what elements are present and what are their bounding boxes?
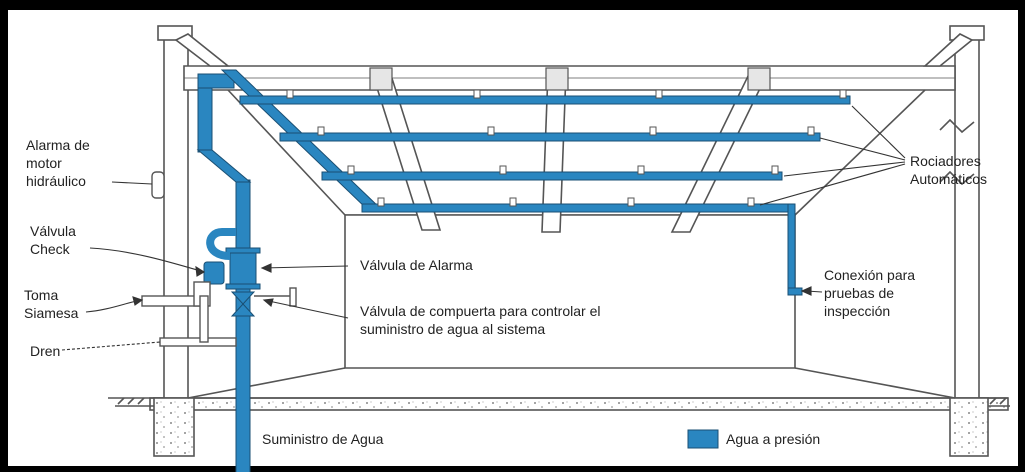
alarm-trim-loop xyxy=(206,228,236,260)
vertical-feed-pipe xyxy=(197,79,213,153)
ground-left xyxy=(115,397,160,407)
inspector-test-pipe xyxy=(787,203,796,295)
label-suministro-agua: Suministro de Agua xyxy=(262,431,384,447)
label-valvula-alarma: Válvula de Alarma xyxy=(360,257,473,273)
labels: Alarma de motor hidráulico Válvula Check… xyxy=(24,137,987,447)
sprinkler-heads xyxy=(286,89,847,207)
branch-line-4 xyxy=(361,203,795,213)
siamese-connection-pipe xyxy=(141,295,201,307)
right-footing xyxy=(949,397,989,457)
label-valvula-compuerta: Válvula de compuerta para controlar el s… xyxy=(360,303,604,337)
floor-left-edge xyxy=(187,367,346,399)
gate-valve-upper xyxy=(230,291,256,305)
ground-right xyxy=(985,397,1010,407)
floor-right-edge xyxy=(794,367,956,399)
branch-line-2 xyxy=(279,132,821,142)
leader-lines xyxy=(61,105,906,351)
gate-valve-lower xyxy=(230,303,256,317)
alarm-valve-flange-top xyxy=(225,247,261,254)
floor-slab xyxy=(149,397,1009,411)
label-rociadores: Rociadores Automáticos xyxy=(910,153,987,187)
roof-slope-left xyxy=(174,33,231,67)
ceiling-left-edge xyxy=(227,89,346,216)
label-valvula-check: Válvula Check xyxy=(30,223,80,257)
main-riser-pipe xyxy=(235,179,251,472)
building-structure xyxy=(108,25,1010,457)
legend-label: Agua a presión xyxy=(726,431,820,447)
label-dren: Dren xyxy=(30,343,60,359)
right-column xyxy=(954,33,980,399)
alarm-valve-body xyxy=(229,247,257,289)
feed-elbow xyxy=(196,149,252,183)
legend: Agua a presión xyxy=(687,429,820,449)
label-conexion-pruebas: Conexión para pruebas de inspección xyxy=(824,267,919,319)
ceiling-right-edge xyxy=(794,89,926,216)
roof-slope-right xyxy=(922,33,974,67)
break-mark-bottom xyxy=(939,170,975,186)
hydraulic-alarm-box xyxy=(151,171,165,199)
auxiliary-piping xyxy=(141,281,297,347)
check-valve xyxy=(203,261,225,285)
drain-pipe xyxy=(159,337,237,347)
break-mark-top xyxy=(939,118,975,134)
back-wall xyxy=(344,214,796,369)
sprinkler-piping xyxy=(196,69,851,472)
drain-riser xyxy=(199,295,209,343)
left-footing xyxy=(153,397,195,457)
legend-swatch xyxy=(687,429,719,449)
inspector-test-outlet xyxy=(787,287,803,296)
label-alarma-motor: Alarma de motor hidráulico xyxy=(26,137,94,189)
gate-valve-handwheel xyxy=(289,287,297,307)
branch-line-1 xyxy=(239,95,851,105)
label-toma-siamesa: Toma Siamesa xyxy=(24,287,79,321)
branch-line-3 xyxy=(321,171,783,181)
alarm-valve-flange-bottom xyxy=(225,283,261,290)
